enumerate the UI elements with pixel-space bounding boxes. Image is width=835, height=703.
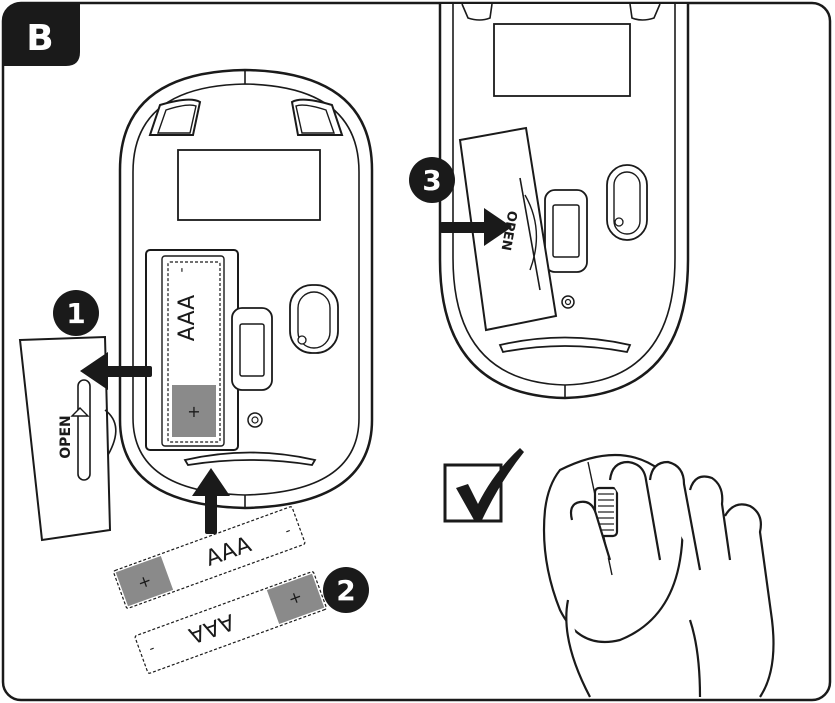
cover-open-label: OPEN [58, 415, 74, 458]
mouse-foot [290, 98, 344, 136]
battery-installed-label: AAA [175, 295, 200, 341]
battery-installed-minus: - [174, 267, 190, 272]
battery-loose-top: + AAA - [113, 506, 306, 609]
mouse-label-area [493, 23, 631, 97]
mouse-foot [148, 98, 202, 136]
mouse-underside-right: OPEN [438, 3, 690, 400]
battery-installed-plus: + [187, 402, 200, 421]
mouse-foot-bottom [183, 451, 317, 466]
step2-badge: 2 [323, 567, 369, 613]
step1-arrow [80, 352, 152, 390]
step1-number: 1 [66, 297, 85, 330]
battery-loose-bottom: + AAA - [134, 571, 327, 674]
battery-cover-removed: OPEN [18, 335, 117, 542]
step3-badge: 3 [409, 157, 455, 203]
step2-number: 2 [336, 574, 355, 607]
panel-label: B [3, 3, 80, 66]
battery-bottom-minus: - [147, 641, 157, 658]
cover-open-label-installing: OPEN [498, 209, 520, 251]
step3-number: 3 [422, 164, 441, 197]
hand-icon [542, 454, 775, 698]
step2-arrow [192, 468, 230, 534]
checkmark-icon [443, 448, 524, 523]
step3-arrow [440, 208, 512, 246]
battery-bottom-plus: + [286, 587, 305, 609]
mouse-underside-left: AAA + - [118, 68, 374, 510]
step1-badge: 1 [53, 290, 99, 336]
battery-top-minus: - [283, 523, 293, 540]
mouse-label-area [177, 149, 321, 221]
battery-top-plus: + [135, 570, 154, 592]
panel-label-text: B [26, 18, 53, 59]
